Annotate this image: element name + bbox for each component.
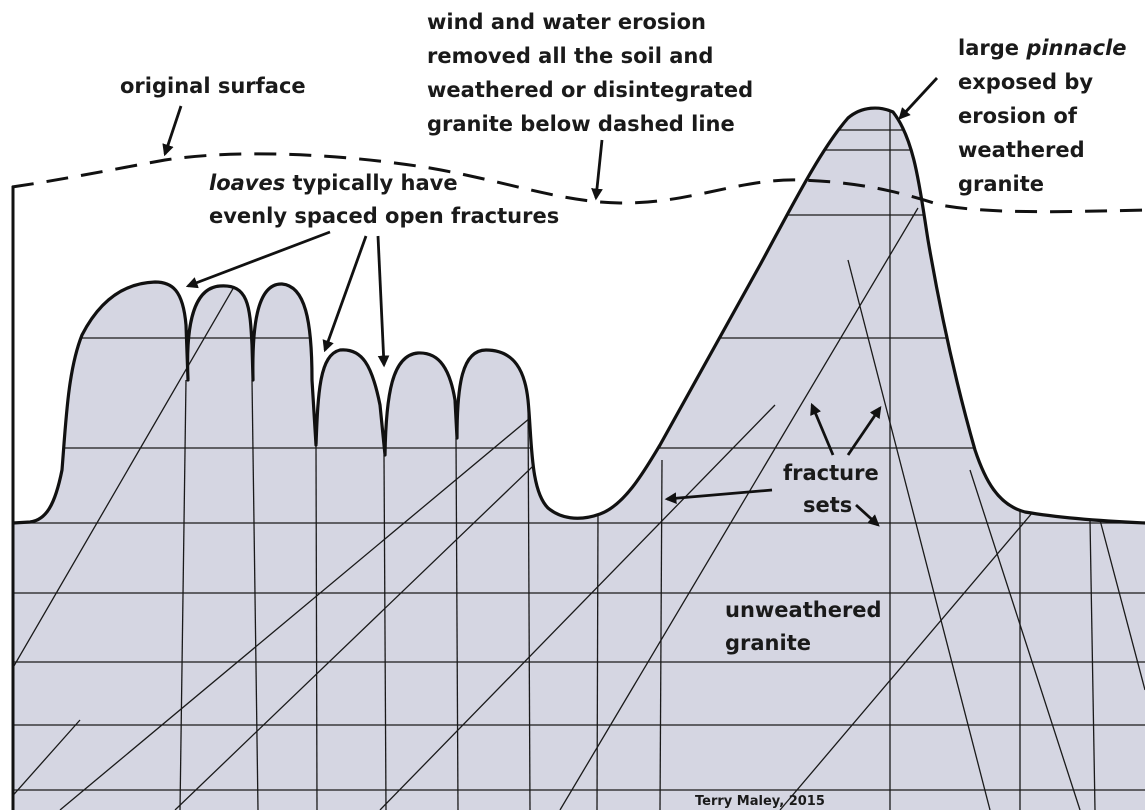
- arrow-loaves-3: [376, 235, 390, 368]
- inclined-joint: [559, 207, 919, 810]
- vertical-joint: [383, 454, 387, 810]
- label-loaves-line-2: evenly spaced open fractures: [209, 204, 559, 228]
- label-erosion-line-3: weathered or disintegrated: [427, 78, 753, 102]
- vertical-joint: [1089, 519, 1096, 810]
- arrow-pinnacle: [898, 77, 939, 120]
- arrow-original-surface: [162, 105, 183, 157]
- label-loaves-suffix: typically have: [285, 171, 457, 195]
- steep-joint: [1099, 519, 1145, 691]
- arrow-fracture-4: [855, 503, 880, 527]
- label-pinnacle-line-3: erosion of: [958, 104, 1078, 128]
- label-fracture-sets-1: fracture: [783, 461, 879, 485]
- label-pinnacle-emph: pinnacle: [1025, 36, 1126, 60]
- label-pinnacle-line-1: large pinnacle: [958, 36, 1127, 60]
- inclined-joint: [13, 279, 239, 691]
- label-pinnacle-line-5: granite: [958, 172, 1044, 196]
- steep-joint: [847, 259, 991, 810]
- original-surface-line: [11, 152, 1145, 214]
- fracture-network: [13, 110, 1145, 810]
- vertical-joint: [251, 379, 259, 810]
- label-pinnacle-line-2: exposed by: [958, 70, 1093, 94]
- label-loaves-line-1: loaves typically have: [209, 171, 458, 195]
- arrow-fracture-2: [846, 406, 882, 456]
- label-pinnacle-prefix: large: [958, 36, 1026, 60]
- arrow-fracture-3: [664, 488, 773, 505]
- vertical-joint: [455, 437, 459, 810]
- vertical-joint: [179, 379, 187, 810]
- inclined-joint: [59, 417, 531, 810]
- label-erosion-line-1: wind and water erosion: [427, 10, 706, 34]
- arrow-erosion: [591, 139, 604, 201]
- vertical-joint: [527, 399, 531, 810]
- inclined-joint: [174, 444, 556, 810]
- label-erosion-line-2: removed all the soil and: [427, 44, 713, 68]
- label-loaves-emph: loaves: [209, 171, 285, 195]
- granite-body: [13, 108, 1145, 810]
- label-original-surface: original surface: [120, 74, 306, 98]
- label-unweathered-1: unweathered: [725, 598, 882, 622]
- steep-joint: [969, 469, 1081, 810]
- vertical-joint: [596, 511, 599, 810]
- label-pinnacle-line-4: weathered: [958, 138, 1085, 162]
- granite-outline: [12, 106, 1145, 525]
- arrow-loaves-1: [185, 230, 331, 289]
- arrows: [162, 77, 939, 527]
- inclined-joint: [379, 404, 776, 810]
- vertical-joint: [659, 459, 663, 810]
- credit-text: Terry Maley, 2015: [695, 794, 825, 809]
- arrow-fracture-1: [810, 402, 835, 456]
- label-erosion-line-4: granite below dashed line: [427, 112, 735, 136]
- vertical-joint: [315, 444, 318, 810]
- label-unweathered-2: granite: [725, 631, 811, 655]
- arrow-loaves-2: [322, 235, 368, 353]
- label-fracture-sets-2: sets: [803, 493, 852, 517]
